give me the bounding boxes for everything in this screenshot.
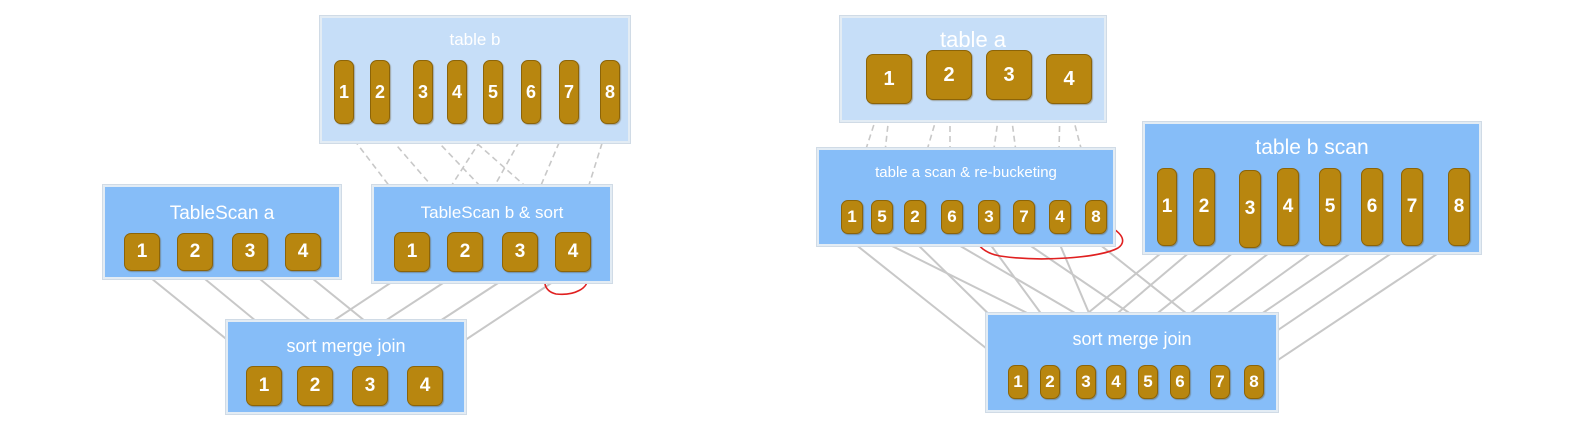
right-table-a-bucket-3: 3 xyxy=(986,50,1032,100)
left-table-b-bucket-5: 5 xyxy=(483,60,503,124)
right-sort-merge-join-title: sort merge join xyxy=(1072,329,1192,349)
right-join-bucket-2: 2 xyxy=(1040,365,1060,399)
right-table-b-scan-bucket-4: 4 xyxy=(1277,168,1299,246)
right-rebucket-bucket-5: 5 xyxy=(871,200,893,234)
right-rebucket-bucket-2: 2 xyxy=(904,200,926,234)
right-table-b-scan-bucket-6: 6 xyxy=(1361,168,1383,246)
left-tablescan-b-sort-title: TableScan b & sort xyxy=(420,203,564,222)
right-table-b-scan-bucket-3: 3 xyxy=(1239,170,1261,248)
left-table-b-bucket-3: 3 xyxy=(413,60,433,124)
right-rebucket-bucket-1: 1 xyxy=(841,200,863,234)
right-table-a-title: table a xyxy=(939,27,1007,52)
right-rebucket-bucket-7: 7 xyxy=(1013,200,1035,234)
right-table-a-scan-rebucket-title: table a scan & re-bucketing xyxy=(875,164,1057,181)
right-table-b-scan-title: table b scan xyxy=(1255,136,1369,159)
left-table-b-bucket-1: 1 xyxy=(334,60,354,124)
left-tablescan-a-bucket-2: 2 xyxy=(177,233,213,271)
right-join-bucket-5: 5 xyxy=(1138,365,1158,399)
left-sort-merge-join-title: sort merge join xyxy=(286,336,406,356)
right-rebucket-bucket-6: 6 xyxy=(941,200,963,234)
right-table-b-scan-bucket-1: 1 xyxy=(1157,168,1177,246)
right-table-a-box: table a 1 2 3 4 xyxy=(840,16,1106,122)
right-join-bucket-6: 6 xyxy=(1170,365,1190,399)
left-table-b-box: table b 1 2 3 4 5 6 7 8 xyxy=(320,16,630,143)
right-rebucket-bucket-8: 8 xyxy=(1085,200,1107,234)
left-table-b-bucket-4: 4 xyxy=(447,60,467,124)
right-rebucket-bucket-3: 3 xyxy=(978,200,1000,234)
left-tablescan-a-title: TableScan a xyxy=(169,203,275,224)
left-tablescan-a-box: TableScan a 1 2 3 4 xyxy=(103,185,341,279)
right-table-b-scan-box: table b scan 1 2 3 4 5 6 7 8 xyxy=(1143,122,1481,254)
left-tablescan-b-sort-bucket-2: 2 xyxy=(447,232,483,272)
solid-line xyxy=(1259,239,1459,373)
right-join-bucket-7: 7 xyxy=(1210,365,1230,399)
left-join-bucket-3: 3 xyxy=(352,366,388,406)
left-table-b-title: table b xyxy=(449,30,501,49)
right-table-a-scan-rebucket-box: table a scan & re-bucketing 1 5 2 6 3 7 … xyxy=(817,148,1115,246)
left-table-b-bucket-7: 7 xyxy=(559,60,579,124)
left-tablescan-b-sort-bucket-3: 3 xyxy=(502,232,538,272)
left-table-b-bucket-6: 6 xyxy=(521,60,541,124)
left-tablescan-a-bucket-1: 1 xyxy=(124,233,160,271)
left-tablescan-a-bucket-4: 4 xyxy=(285,233,321,271)
right-table-b-scan-bucket-2: 2 xyxy=(1193,168,1215,246)
left-sort-merge-join-box: sort merge join 1 2 3 4 xyxy=(226,320,466,414)
right-table-b-scan-bucket-7: 7 xyxy=(1401,168,1423,246)
left-join-bucket-4: 4 xyxy=(407,366,443,406)
right-join-bucket-4: 4 xyxy=(1106,365,1126,399)
right-table-a-bucket-4: 4 xyxy=(1046,54,1092,104)
right-join-bucket-3: 3 xyxy=(1076,365,1096,399)
left-tablescan-a-bucket-3: 3 xyxy=(232,233,268,271)
right-join-bucket-1: 1 xyxy=(1008,365,1028,399)
left-diagram: table b 1 2 3 4 5 6 7 8 TableScan a 1 2 … xyxy=(0,0,760,436)
right-table-a-bucket-2: 2 xyxy=(926,50,972,100)
left-tablescan-b-sort-box: TableScan b & sort 1 2 3 4 xyxy=(372,185,612,283)
left-table-b-bucket-8: 8 xyxy=(600,60,620,124)
left-table-b-bucket-2: 2 xyxy=(370,60,390,124)
right-diagram: table a 1 2 3 4 table a scan & re-bucket… xyxy=(800,0,1571,436)
left-join-bucket-1: 1 xyxy=(246,366,282,406)
right-table-b-scan-bucket-5: 5 xyxy=(1319,168,1341,246)
left-join-bucket-2: 2 xyxy=(297,366,333,406)
right-table-b-scan-bucket-8: 8 xyxy=(1448,168,1470,246)
right-rebucket-bucket-4: 4 xyxy=(1049,200,1071,234)
right-table-a-bucket-1: 1 xyxy=(866,54,912,104)
right-join-bucket-8: 8 xyxy=(1244,365,1264,399)
left-tablescan-b-sort-bucket-4: 4 xyxy=(555,232,591,272)
right-sort-merge-join-box: sort merge join 1 2 3 4 5 6 7 8 xyxy=(986,313,1278,412)
left-tablescan-b-sort-bucket-1: 1 xyxy=(394,232,430,272)
